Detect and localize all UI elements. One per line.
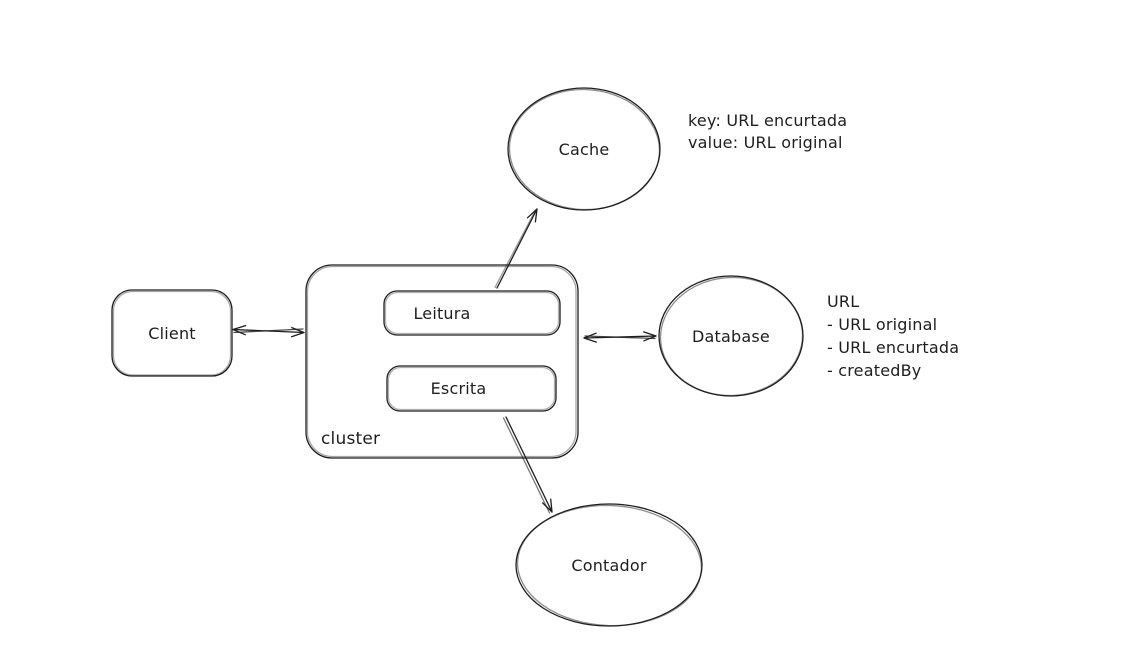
- escrita-box: [386, 365, 557, 412]
- cluster-box-outline: [305, 264, 579, 459]
- database-note-line: URL: [827, 292, 860, 311]
- client-box-outline: [111, 289, 233, 377]
- database-note-line: - URL encurtada: [827, 338, 960, 357]
- arrowhead-down: [542, 498, 553, 513]
- client-box: [111, 289, 233, 377]
- contador-ellipse-sketch-stroke: [516, 504, 703, 627]
- arrowhead-left: [583, 332, 597, 343]
- arrow-shaft-sketch: [233, 328, 304, 334]
- cache-note: key: URL encurtada value: URL original: [688, 110, 847, 154]
- arrow-shaft-sketch: [502, 417, 551, 514]
- arrowhead-up: [526, 208, 538, 223]
- arrowhead-right: [290, 326, 305, 338]
- arrow-cluster-database: [583, 331, 657, 343]
- cache-note-line: key: URL encurtada: [688, 111, 848, 130]
- cache-note-line: value: URL original: [688, 133, 843, 152]
- arrow-shaft-sketch: [494, 209, 537, 289]
- cluster-box-sketch-stroke: [306, 265, 577, 458]
- arrow-shaft: [505, 416, 553, 513]
- arrowhead-right: [643, 331, 657, 342]
- leitura-box-outline: [383, 290, 561, 336]
- cache-ellipse: [507, 87, 661, 211]
- cache-ellipse-sketch-stroke: [508, 88, 661, 211]
- arrowhead-left: [232, 324, 247, 336]
- leitura-box: [383, 290, 561, 336]
- database-ellipse-sketch-stroke: [659, 276, 804, 397]
- client-box-sketch-stroke: [112, 290, 232, 376]
- leitura-box-sketch-stroke: [384, 291, 560, 335]
- database-note-line: - createdBy: [827, 361, 922, 380]
- database-note: URL - URL original - URL encurtada - cre…: [827, 290, 959, 382]
- escrita-box-sketch-stroke: [387, 366, 556, 411]
- database-ellipse: [658, 275, 804, 397]
- cluster-label: cluster: [321, 429, 381, 449]
- arrow-shaft-sketch: [584, 335, 656, 340]
- cluster-box: [305, 264, 579, 459]
- arrow-leitura-cache: [494, 208, 538, 289]
- arrow-client-cluster: [232, 324, 305, 338]
- arrow-escrita-contador: [502, 416, 553, 514]
- contador-ellipse: [515, 503, 703, 627]
- database-note-line: - URL original: [827, 315, 938, 334]
- arrow-shaft: [496, 208, 538, 289]
- escrita-box-outline: [386, 365, 557, 412]
